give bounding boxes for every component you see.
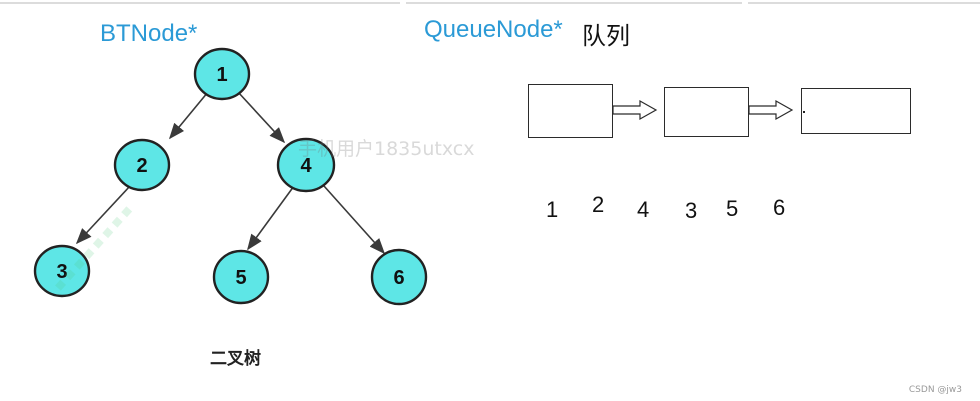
tree-node-circle xyxy=(33,244,91,298)
tree-nodes: 1 2 4 3 5 6 xyxy=(33,47,428,306)
edge-2-3 xyxy=(75,185,131,245)
tree-node-circle xyxy=(193,47,251,101)
edge-1-2 xyxy=(168,91,209,140)
queue-order-item: 1 xyxy=(546,197,559,222)
queue-order-item: 3 xyxy=(685,198,698,223)
tree-node-circle xyxy=(370,248,428,306)
tree-edges xyxy=(75,91,386,255)
queue-arrow-icon xyxy=(748,99,794,121)
queue-type-label: QueueNode* xyxy=(424,16,563,43)
queue-order-item: 5 xyxy=(726,196,739,221)
tree-node-circle xyxy=(113,138,171,192)
tree-node-3: 3 xyxy=(33,244,91,298)
tree-node-label: 3 xyxy=(56,261,67,283)
tree-node-1: 1 xyxy=(193,47,251,101)
tree-node-label: 1 xyxy=(216,64,227,86)
tree-node-label: 5 xyxy=(235,267,246,289)
tree-node-6: 6 xyxy=(370,248,428,306)
tree-type-label: BTNode* xyxy=(100,20,198,47)
queue-order-item: 2 xyxy=(592,192,605,217)
user-watermark: 手机用户1835utxcx xyxy=(298,138,475,160)
edge-1-4 xyxy=(237,91,286,144)
queue-node-box xyxy=(801,88,911,134)
tree-node-4: 4 xyxy=(276,137,336,193)
tree-node-label: 6 xyxy=(393,267,404,289)
tree-node-circle xyxy=(212,249,270,305)
tree-node-circle xyxy=(276,137,336,193)
tree-node-2: 2 xyxy=(113,138,171,192)
tree-node-5: 5 xyxy=(212,249,270,305)
edge-4-6 xyxy=(323,185,386,255)
credit-text: CSDN @jw3 xyxy=(908,385,962,395)
queue-pointer-dot xyxy=(803,111,805,113)
queue-order-item: 6 xyxy=(773,195,786,220)
top-border-line xyxy=(0,2,980,4)
tree-node-label: 2 xyxy=(136,155,147,177)
queue-arrow-icon xyxy=(612,99,658,121)
edge-4-5 xyxy=(247,185,295,251)
queue-node-box xyxy=(528,84,613,138)
tree-caption: 二叉树 xyxy=(210,349,261,369)
queue-cn-label: 队列 xyxy=(582,22,630,50)
queue-order-item: 4 xyxy=(637,197,650,222)
tree-node-label: 4 xyxy=(300,155,312,177)
